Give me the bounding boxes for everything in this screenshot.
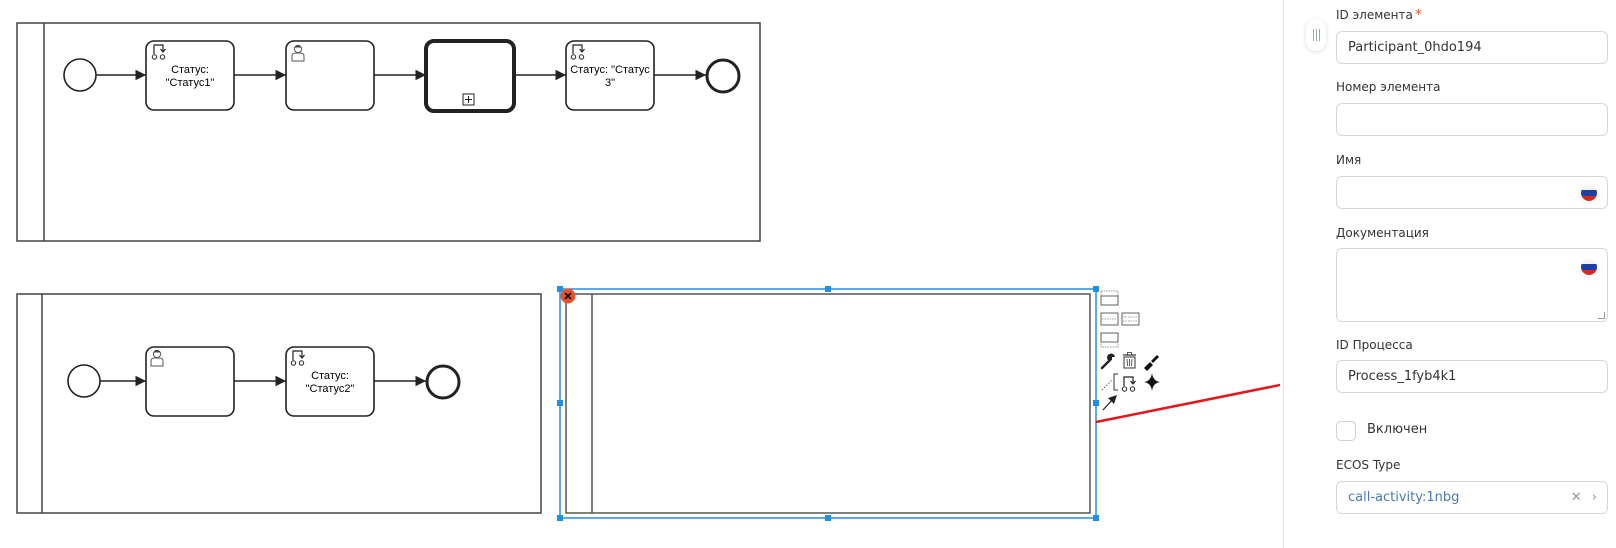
bpmn-canvas[interactable]: Статус: "Статус1" Статус: "Статус 3" — [0, 0, 1280, 548]
trash-icon[interactable] — [1123, 352, 1136, 369]
task-label: Статус: — [171, 64, 209, 76]
element-number-input[interactable] — [1336, 103, 1608, 136]
wrench-icon[interactable] — [1100, 353, 1115, 370]
pool-2[interactable] — [16, 293, 542, 514]
ecos-type-value: call-activity:1nbg — [1348, 490, 1460, 505]
call-activity[interactable] — [424, 39, 516, 113]
end-event[interactable] — [425, 364, 461, 400]
pool-3-selected[interactable] — [565, 293, 1091, 514]
start-event[interactable] — [63, 58, 97, 92]
enabled-checkbox[interactable] — [1336, 421, 1356, 441]
clear-icon[interactable]: ✕ — [1570, 490, 1582, 505]
resize-handles[interactable] — [557, 286, 1099, 521]
end-event[interactable] — [705, 58, 741, 94]
panel-resize-handle[interactable] — [1306, 19, 1326, 51]
documentation-label: Документация — [1336, 226, 1429, 240]
service-task[interactable]: Статус: "Статус1" — [145, 40, 235, 111]
chevron-right-icon[interactable]: › — [1591, 490, 1597, 505]
name-label: Имя — [1336, 153, 1362, 167]
resize-handle[interactable] — [825, 286, 831, 292]
task-label: Статус: "Статус — [570, 64, 650, 76]
element-number-label: Номер элемента — [1336, 80, 1441, 94]
required-mark: * — [1414, 7, 1422, 23]
sparkle-icon[interactable] — [1144, 373, 1160, 391]
resize-handle[interactable] — [1093, 286, 1099, 292]
expand-marker-icon — [462, 93, 475, 106]
split-lane-two-icon[interactable] — [1100, 312, 1119, 326]
language-flag-icon[interactable] — [1581, 185, 1597, 201]
split-lane-three-icon[interactable] — [1121, 312, 1140, 326]
delete-badge[interactable] — [560, 288, 576, 304]
task-label: "Статус2" — [306, 383, 355, 395]
process-id-input[interactable]: Process_1fyb4k1 — [1336, 360, 1608, 393]
resize-handle[interactable] — [557, 515, 563, 521]
pool-1[interactable] — [16, 22, 761, 242]
start-event[interactable] — [67, 364, 101, 398]
lane-above-icon[interactable] — [1100, 290, 1119, 306]
resize-handle[interactable] — [1093, 400, 1099, 406]
resize-handle[interactable] — [1093, 515, 1099, 521]
ecos-type-select[interactable]: call-activity:1nbg ✕ › — [1336, 481, 1608, 514]
lane-below-icon[interactable] — [1100, 332, 1119, 348]
documentation-textarea[interactable] — [1336, 248, 1608, 322]
enabled-label: Включен — [1367, 422, 1428, 437]
task-label: Статус: — [311, 370, 349, 382]
resize-handle[interactable] — [557, 286, 563, 292]
annotation-icon[interactable] — [1101, 373, 1118, 391]
element-id-label: ID элемента* — [1336, 7, 1422, 23]
ecos-type-label: ECOS Type — [1336, 458, 1401, 472]
element-id-value: Participant_0hdo194 — [1348, 40, 1482, 55]
process-id-label: ID Процесса — [1336, 338, 1413, 352]
annotation-arrow — [1095, 383, 1280, 424]
service-task[interactable]: Статус: "Статус2" — [285, 346, 375, 417]
task-label: "Статус1" — [166, 77, 215, 89]
task-label: 3" — [605, 77, 615, 89]
language-flag-icon[interactable] — [1581, 259, 1597, 275]
resize-handle[interactable] — [557, 400, 563, 406]
element-id-input[interactable]: Participant_0hdo194 — [1336, 31, 1608, 64]
service-task-icon[interactable] — [1121, 376, 1137, 392]
service-task[interactable]: Статус: "Статус 3" — [565, 40, 655, 111]
name-input[interactable] — [1336, 176, 1608, 209]
context-pad — [1100, 290, 1160, 411]
resize-handle[interactable] — [825, 515, 831, 521]
textarea-resize-grip[interactable] — [1598, 312, 1605, 319]
user-task[interactable] — [285, 40, 375, 111]
selection-outline — [559, 288, 1097, 519]
connect-arrow-icon[interactable] — [1102, 395, 1117, 411]
paint-brush-icon[interactable] — [1144, 355, 1159, 371]
user-task[interactable] — [145, 346, 235, 417]
process-id-value: Process_1fyb4k1 — [1348, 369, 1457, 384]
